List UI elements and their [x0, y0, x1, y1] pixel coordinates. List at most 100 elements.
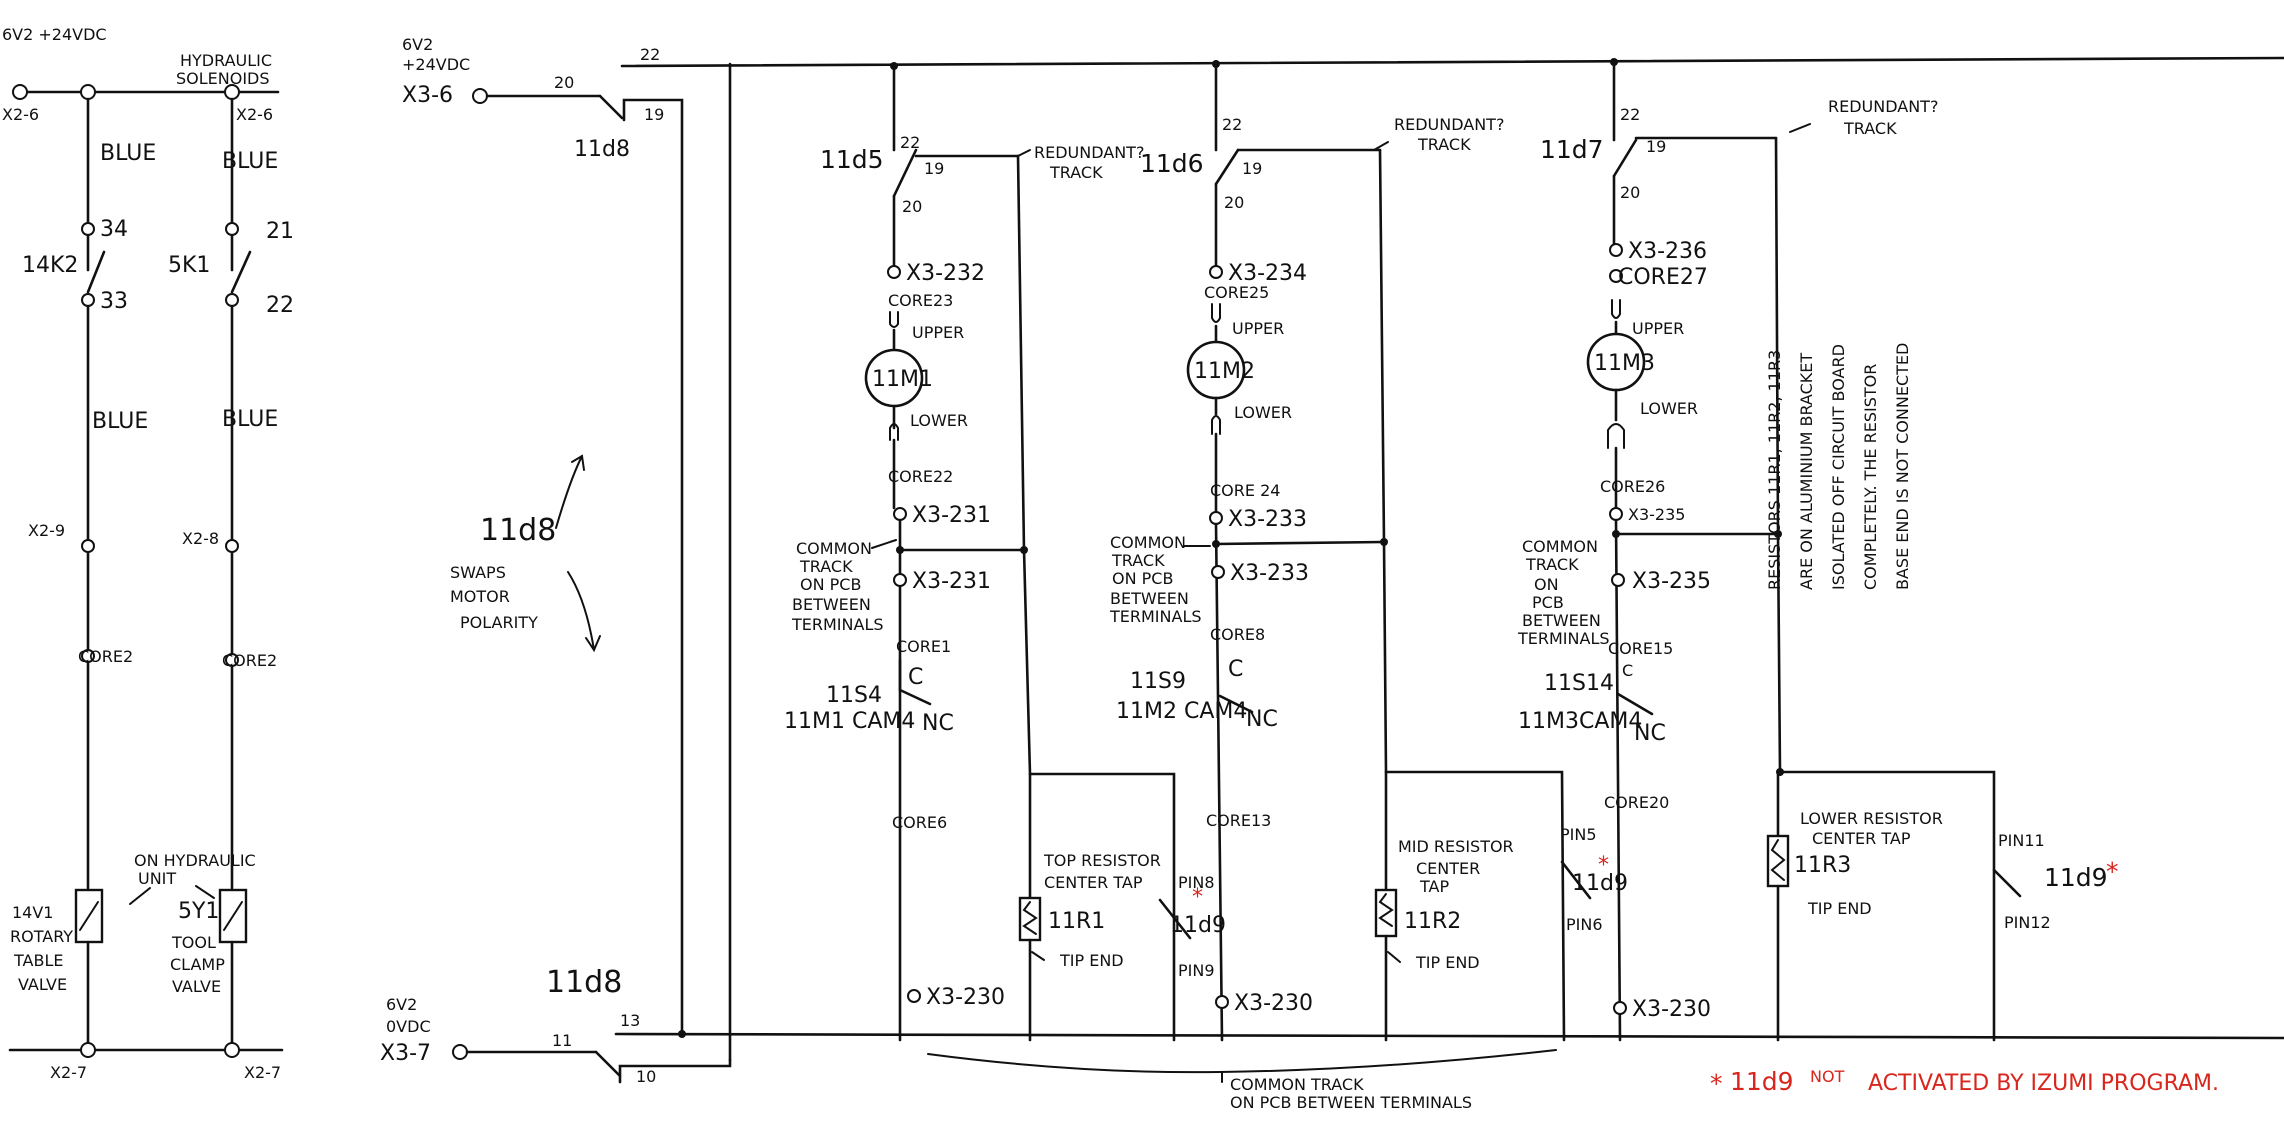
common-track-label: TERMINALS	[791, 615, 884, 634]
switch-label: 11S4	[826, 683, 882, 708]
lower-label: LOWER	[1234, 403, 1292, 422]
cam-label: 11M1 CAM4	[784, 709, 915, 734]
switch-c: C	[908, 665, 923, 690]
term-x2-9: X2-9	[28, 521, 65, 540]
positive-rail	[620, 56, 2284, 68]
core-label: CORE23	[888, 291, 953, 310]
resistor-label: MID RESISTOR	[1398, 837, 1514, 856]
contact-number: 20	[902, 197, 922, 216]
wire-color: BLUE	[222, 149, 278, 174]
terminal-icon	[1613, 1001, 1627, 1015]
wire-color: BLUE	[92, 409, 148, 434]
valve-label: 14V1	[12, 903, 53, 922]
lower-label: LOWER	[1640, 399, 1698, 418]
redundant-label: REDUNDANT?	[1034, 143, 1144, 162]
supply-label: 6V2	[402, 35, 433, 54]
term-x2-7: X2-7	[244, 1063, 281, 1082]
valve-label: 5Y1	[178, 899, 219, 924]
core-label: CORE1	[896, 637, 951, 656]
redundant-label: TRACK	[1843, 119, 1897, 138]
contact-number: 22	[640, 45, 660, 64]
terminal-icon	[225, 222, 239, 236]
core-label: CORE27	[1618, 265, 1708, 290]
note-line: RESISTORS 11R1, 11R2, 11R3	[1765, 350, 1784, 590]
contact-11d9-icon	[1158, 898, 1192, 940]
asterisk: *	[2106, 857, 2119, 886]
resistor-11r1-icon	[1018, 896, 1042, 942]
motor-11m2-circuit: 11d6 22 19 20 REDUNDANT? TRACK X3-234 CO…	[1109, 60, 1628, 1042]
wire	[1214, 522, 1224, 1042]
pin-label: PIN11	[1998, 831, 2045, 850]
terminal-icon	[1215, 995, 1229, 1009]
note-text: ACTIVATED BY IZUMI PROGRAM.	[1868, 1071, 2219, 1096]
asterisk: *	[1192, 885, 1203, 910]
common-track-label: TERMINALS	[1517, 629, 1610, 648]
terminal-icon	[80, 84, 96, 100]
common-track-label: COMMON	[1522, 537, 1598, 556]
contact-number: 10	[636, 1067, 656, 1086]
term-x2-6-left: X2-6	[2, 105, 39, 124]
resistor-label: LOWER RESISTOR	[1800, 809, 1943, 828]
hydraulic-label: HYDRAULIC	[180, 51, 272, 70]
center-tap-wire	[1382, 540, 1566, 1042]
cam-label: 11M2 CAM4	[1116, 699, 1247, 724]
common-track-label: ON PCB	[800, 575, 861, 594]
terminal-icon	[225, 653, 239, 667]
common-track-label: TRACK	[1525, 555, 1579, 574]
arrow-icon	[1373, 141, 1389, 151]
pin-label: PIN6	[1566, 915, 1603, 934]
terminal-icon	[893, 573, 907, 587]
zero-rail	[614, 1032, 2284, 1040]
contact-number: 19	[1242, 159, 1262, 178]
terminal-label: X3-233	[1228, 507, 1307, 532]
arrow-icon	[1017, 149, 1031, 157]
contact-11d7-icon	[1612, 138, 1638, 178]
tip-label: TIP END	[1415, 953, 1480, 972]
contact-number: 11	[552, 1031, 572, 1050]
contact-11d8-bottom-icon	[594, 1050, 622, 1078]
junction-dot	[678, 1030, 686, 1038]
note-line: BASE END IS NOT CONNECTED	[1893, 343, 1912, 590]
connector-icon	[1611, 299, 1621, 319]
contact-number: 20	[1620, 183, 1640, 202]
terminal-icon	[1609, 243, 1623, 257]
arrow-icon	[129, 887, 151, 905]
common-track-label: ON PCB BETWEEN TERMINALS	[1230, 1093, 1472, 1112]
contact-number: 19	[1646, 137, 1666, 156]
terminal-label: X3-6	[402, 83, 453, 108]
arrow-icon	[1789, 123, 1811, 133]
supply-label: 0VDC	[386, 1017, 431, 1036]
common-track-label: ON PCB	[1112, 569, 1173, 588]
brace-icon	[927, 1049, 1557, 1074]
term-x2-7: X2-7	[50, 1063, 87, 1082]
common-track	[1214, 540, 1386, 546]
terminal-icon	[452, 1044, 468, 1060]
terminal-label: X3-235	[1628, 505, 1685, 524]
resistor-label: CENTER TAP	[1812, 829, 1911, 848]
terminal-label: X3-236	[1628, 239, 1707, 264]
tip-label: TIP END	[1059, 951, 1124, 970]
arrow-icon	[1031, 951, 1045, 961]
note-line: ISOLATED OFF CIRCUIT BOARD	[1829, 344, 1848, 590]
core-label: CORE20	[1604, 793, 1669, 812]
resistor-label: TAP	[1419, 877, 1449, 896]
core-label: CORE13	[1206, 811, 1271, 830]
core-label: CORE15	[1608, 639, 1673, 658]
switch-nc: NC	[1246, 707, 1278, 732]
core-label: CORE 24	[1210, 481, 1280, 500]
switch-nc: NC	[1634, 721, 1666, 746]
wire	[1614, 518, 1622, 1042]
contact-number: 20	[554, 73, 574, 92]
motor-label: 11M2	[1194, 359, 1255, 384]
terminal-label: X3-234	[1228, 261, 1307, 286]
valve-label: VALVE	[18, 975, 67, 994]
connector-icon	[1211, 303, 1221, 323]
terminal-label: X3-231	[912, 569, 991, 594]
valve-label: TOOL	[171, 933, 216, 952]
switch-c: C	[1228, 657, 1243, 682]
contact-number: 21	[266, 219, 294, 244]
on-hydraulic-label-2: UNIT	[138, 869, 176, 888]
contact-number: 22	[266, 293, 294, 318]
redundant-label: TRACK	[1049, 163, 1103, 182]
redundant-label: TRACK	[1417, 135, 1471, 154]
